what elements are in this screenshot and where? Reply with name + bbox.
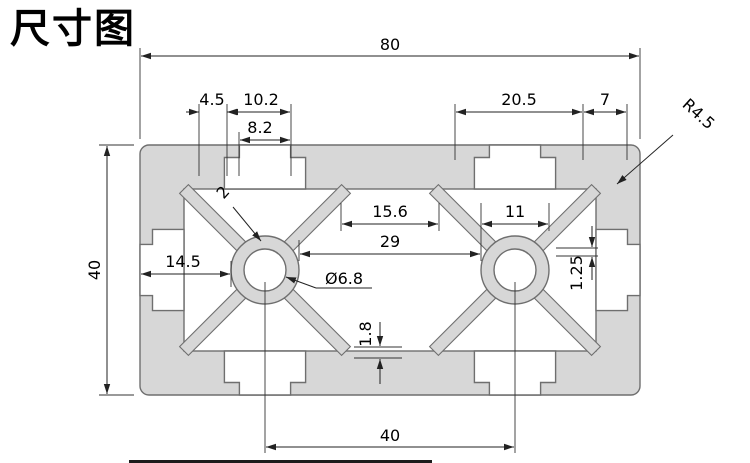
t-slot-right-face (595, 228, 641, 312)
dim-top-left-b: 10.2 (243, 90, 279, 109)
dim-cavity-top-width: 15.6 (372, 202, 408, 221)
dim-rib-b: 1.8 (356, 321, 375, 346)
dim-corner-radius: R4.5 (679, 95, 719, 134)
leader-hole-diameter (285, 276, 317, 289)
t-slot-top-right (473, 144, 557, 190)
dim-height-total: 40 (85, 260, 104, 280)
dim-top-left-a: 4.5 (199, 90, 224, 109)
t-slot-left-face (139, 228, 185, 312)
page-title: 尺寸图 (10, 6, 136, 52)
dim-hole-diameter: Ø6.8 (325, 269, 363, 288)
dim-left-inset: 14.5 (165, 252, 201, 271)
dim-cavity-mid-width: 29 (380, 232, 400, 251)
dim-top-right-a: 20.5 (501, 90, 537, 109)
dim-rib-a: 1.25 (567, 255, 586, 291)
dim-top-left-slot: 8.2 (247, 118, 272, 137)
leader-web-thickness (232, 206, 262, 242)
profile-cross-section (139, 144, 641, 396)
leader-corner-radius (616, 134, 674, 185)
dim-right-slot-width: 11 (505, 202, 525, 221)
dim-hole-pitch: 40 (380, 426, 400, 445)
bottom-edge-artifact (129, 460, 432, 463)
dim-top-right-b: 7 (600, 90, 610, 109)
dim-width-total: 80 (380, 35, 400, 54)
